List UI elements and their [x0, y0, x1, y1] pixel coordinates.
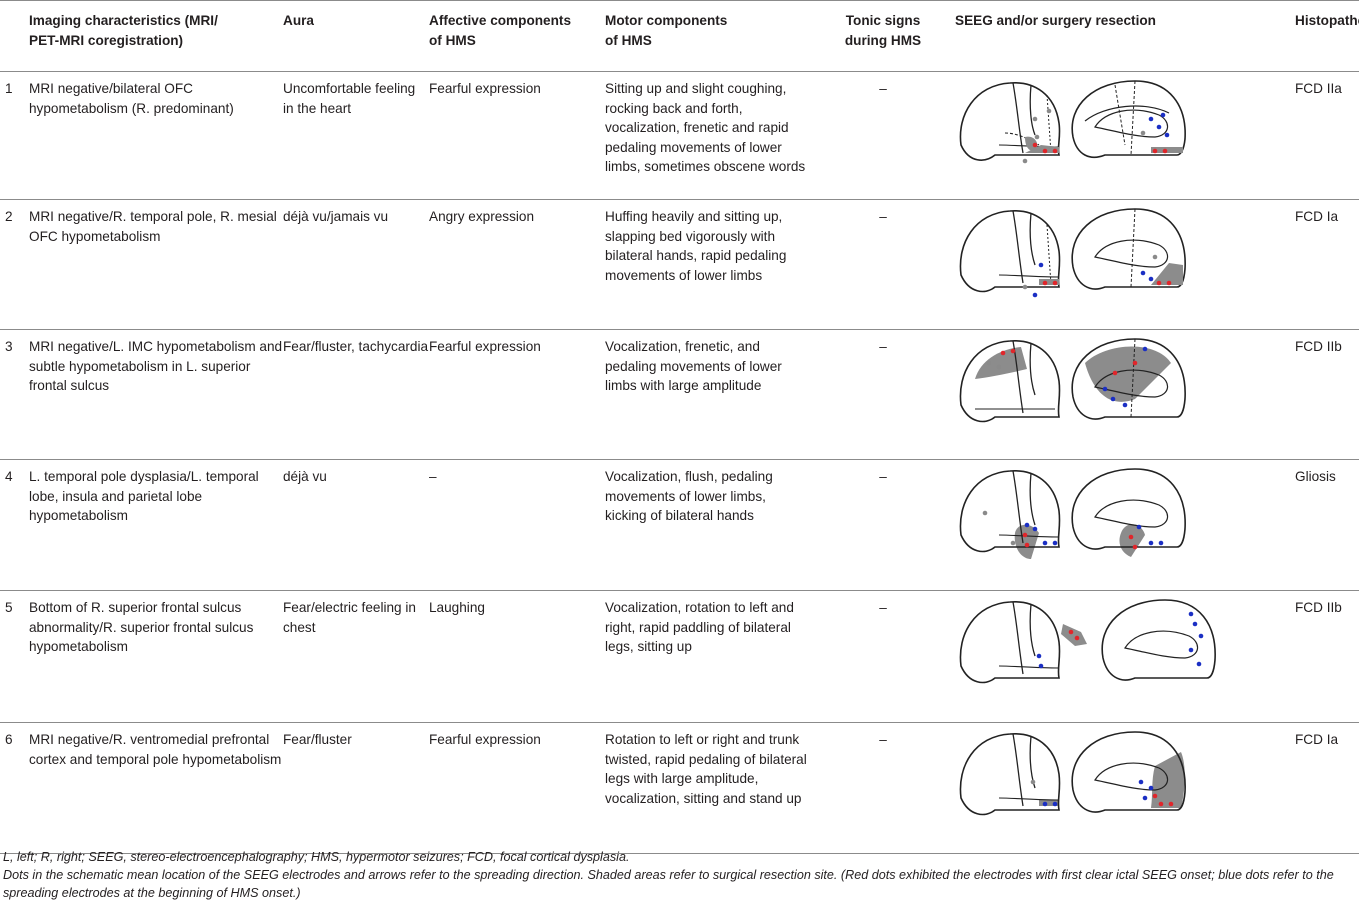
- aura-cell: Uncomfortable feeling in the heart: [283, 81, 416, 116]
- seeg-diagram-cell: [955, 723, 1295, 854]
- affective-cell: Fearful expression: [429, 81, 541, 96]
- histo-cell: FCD Ia: [1295, 732, 1339, 747]
- table-row: 5 Bottom of R. superior frontal sulcus a…: [0, 591, 1359, 723]
- affective-cell: Angry expression: [429, 209, 535, 224]
- table-footnotes: L, left; R, right; SEEG, stereo-electroe…: [3, 848, 1353, 902]
- resection-shade-temporal: [1025, 136, 1038, 151]
- motor-cell: Vocalization, frenetic, and pedaling mov…: [605, 339, 782, 393]
- motor-cell: Sitting up and slight coughing, rocking …: [605, 81, 806, 174]
- aura-cell: déjà vu: [283, 469, 327, 484]
- affective-cell: Fearful expression: [429, 339, 541, 354]
- tonic-cell: –: [879, 209, 887, 224]
- aura-cell: déjà vu/jamais vu: [283, 209, 389, 224]
- seeg-diagram-cell: [955, 591, 1295, 723]
- imaging-cell: MRI negative/bilateral OFC hypometabolis…: [29, 81, 234, 116]
- imaging-cell: MRI negative/R. ventromedial prefrontal …: [29, 732, 282, 767]
- brain-schematic: [959, 731, 1186, 816]
- imaging-cell: Bottom of R. superior frontal sulcus abn…: [29, 600, 254, 654]
- row-number: 3: [5, 339, 13, 354]
- header-tonic: Tonic signs during HMS: [811, 0, 955, 72]
- footnote-abbreviations: L, left; R, right; SEEG, stereo-electroe…: [3, 850, 630, 864]
- imaging-cell: MRI negative/L. IMC hypometabolism and s…: [29, 339, 283, 393]
- table-row: 4 L. temporal pole dysplasia/L. temporal…: [0, 460, 1359, 591]
- electrode-dots: [1022, 108, 1170, 164]
- table-row: 6 MRI negative/R. ventromedial prefronta…: [0, 723, 1359, 854]
- histo-cell: FCD IIa: [1295, 81, 1342, 96]
- table-row: 2 MRI negative/R. temporal pole, R. mesi…: [0, 200, 1359, 330]
- resection-shade-lateral: [1025, 145, 1059, 153]
- row-number: 2: [5, 209, 13, 224]
- motor-cell: Rotation to left or right and trunk twis…: [605, 732, 807, 806]
- footnote-dots: Dots in the schematic mean location of t…: [3, 868, 1334, 900]
- brain-schematic: [959, 468, 1186, 559]
- affective-cell: –: [429, 469, 437, 484]
- histo-cell: FCD Ia: [1295, 209, 1339, 224]
- motor-cell: Vocalization, rotation to left and right…: [605, 600, 794, 654]
- tonic-cell: –: [879, 339, 887, 354]
- aura-cell: Fear/fluster: [283, 732, 352, 747]
- aura-cell: Fear/electric feeling in chest: [283, 600, 416, 635]
- header-affective: Affective components of HMS: [429, 0, 605, 72]
- header-imaging: Imaging characteristics (MRI/ PET-MRI co…: [29, 0, 283, 72]
- imaging-cell: L. temporal pole dysplasia/L. temporal l…: [29, 469, 259, 523]
- brain-schematic: [959, 599, 1216, 684]
- seeg-diagram-cell: [955, 72, 1295, 200]
- header-aura: Aura: [283, 0, 429, 72]
- table-row: 1 MRI negative/bilateral OFC hypometabol…: [0, 72, 1359, 200]
- tonic-cell: –: [879, 469, 887, 484]
- seeg-diagram-cell: [955, 460, 1295, 591]
- row-number: 1: [5, 81, 13, 96]
- medial-brain: [1071, 80, 1186, 159]
- histo-cell: Gliosis: [1295, 469, 1336, 484]
- row-number: 5: [5, 600, 13, 615]
- table-row: 3 MRI negative/L. IMC hypometabolism and…: [0, 330, 1359, 460]
- affective-cell: Laughing: [429, 600, 485, 615]
- lateral-brain: [959, 82, 1061, 161]
- motor-cell: Huffing heavily and sitting up, slapping…: [605, 209, 787, 283]
- tonic-cell: –: [879, 81, 887, 96]
- header-seeg: SEEG and/or surgery resection: [955, 0, 1295, 72]
- header-row: Imaging characteristics (MRI/ PET-MRI co…: [0, 0, 1359, 72]
- brain-schematic: [959, 338, 1186, 423]
- brain-schematic: [959, 208, 1186, 298]
- affective-cell: Fearful expression: [429, 732, 541, 747]
- row-number: 4: [5, 469, 13, 484]
- imaging-cell: MRI negative/R. temporal pole, R. mesial…: [29, 209, 277, 244]
- histo-cell: FCD IIb: [1295, 600, 1342, 615]
- header-motor: Motor components of HMS: [605, 0, 811, 72]
- tonic-cell: –: [879, 600, 887, 615]
- header-histo: Histopathology: [1295, 0, 1359, 72]
- seeg-diagram-cell: [955, 330, 1295, 460]
- histo-cell: FCD IIb: [1295, 339, 1342, 354]
- header-num: [0, 0, 29, 72]
- row-number: 6: [5, 732, 13, 747]
- tonic-cell: –: [879, 732, 887, 747]
- motor-cell: Vocalization, flush, pedaling movements …: [605, 469, 773, 523]
- brain-schematic: [959, 80, 1186, 164]
- hms-table: Imaging characteristics (MRI/ PET-MRI co…: [0, 0, 1359, 854]
- aura-cell: Fear/fluster, tachycardia: [283, 339, 429, 354]
- seeg-diagram-cell: [955, 200, 1295, 330]
